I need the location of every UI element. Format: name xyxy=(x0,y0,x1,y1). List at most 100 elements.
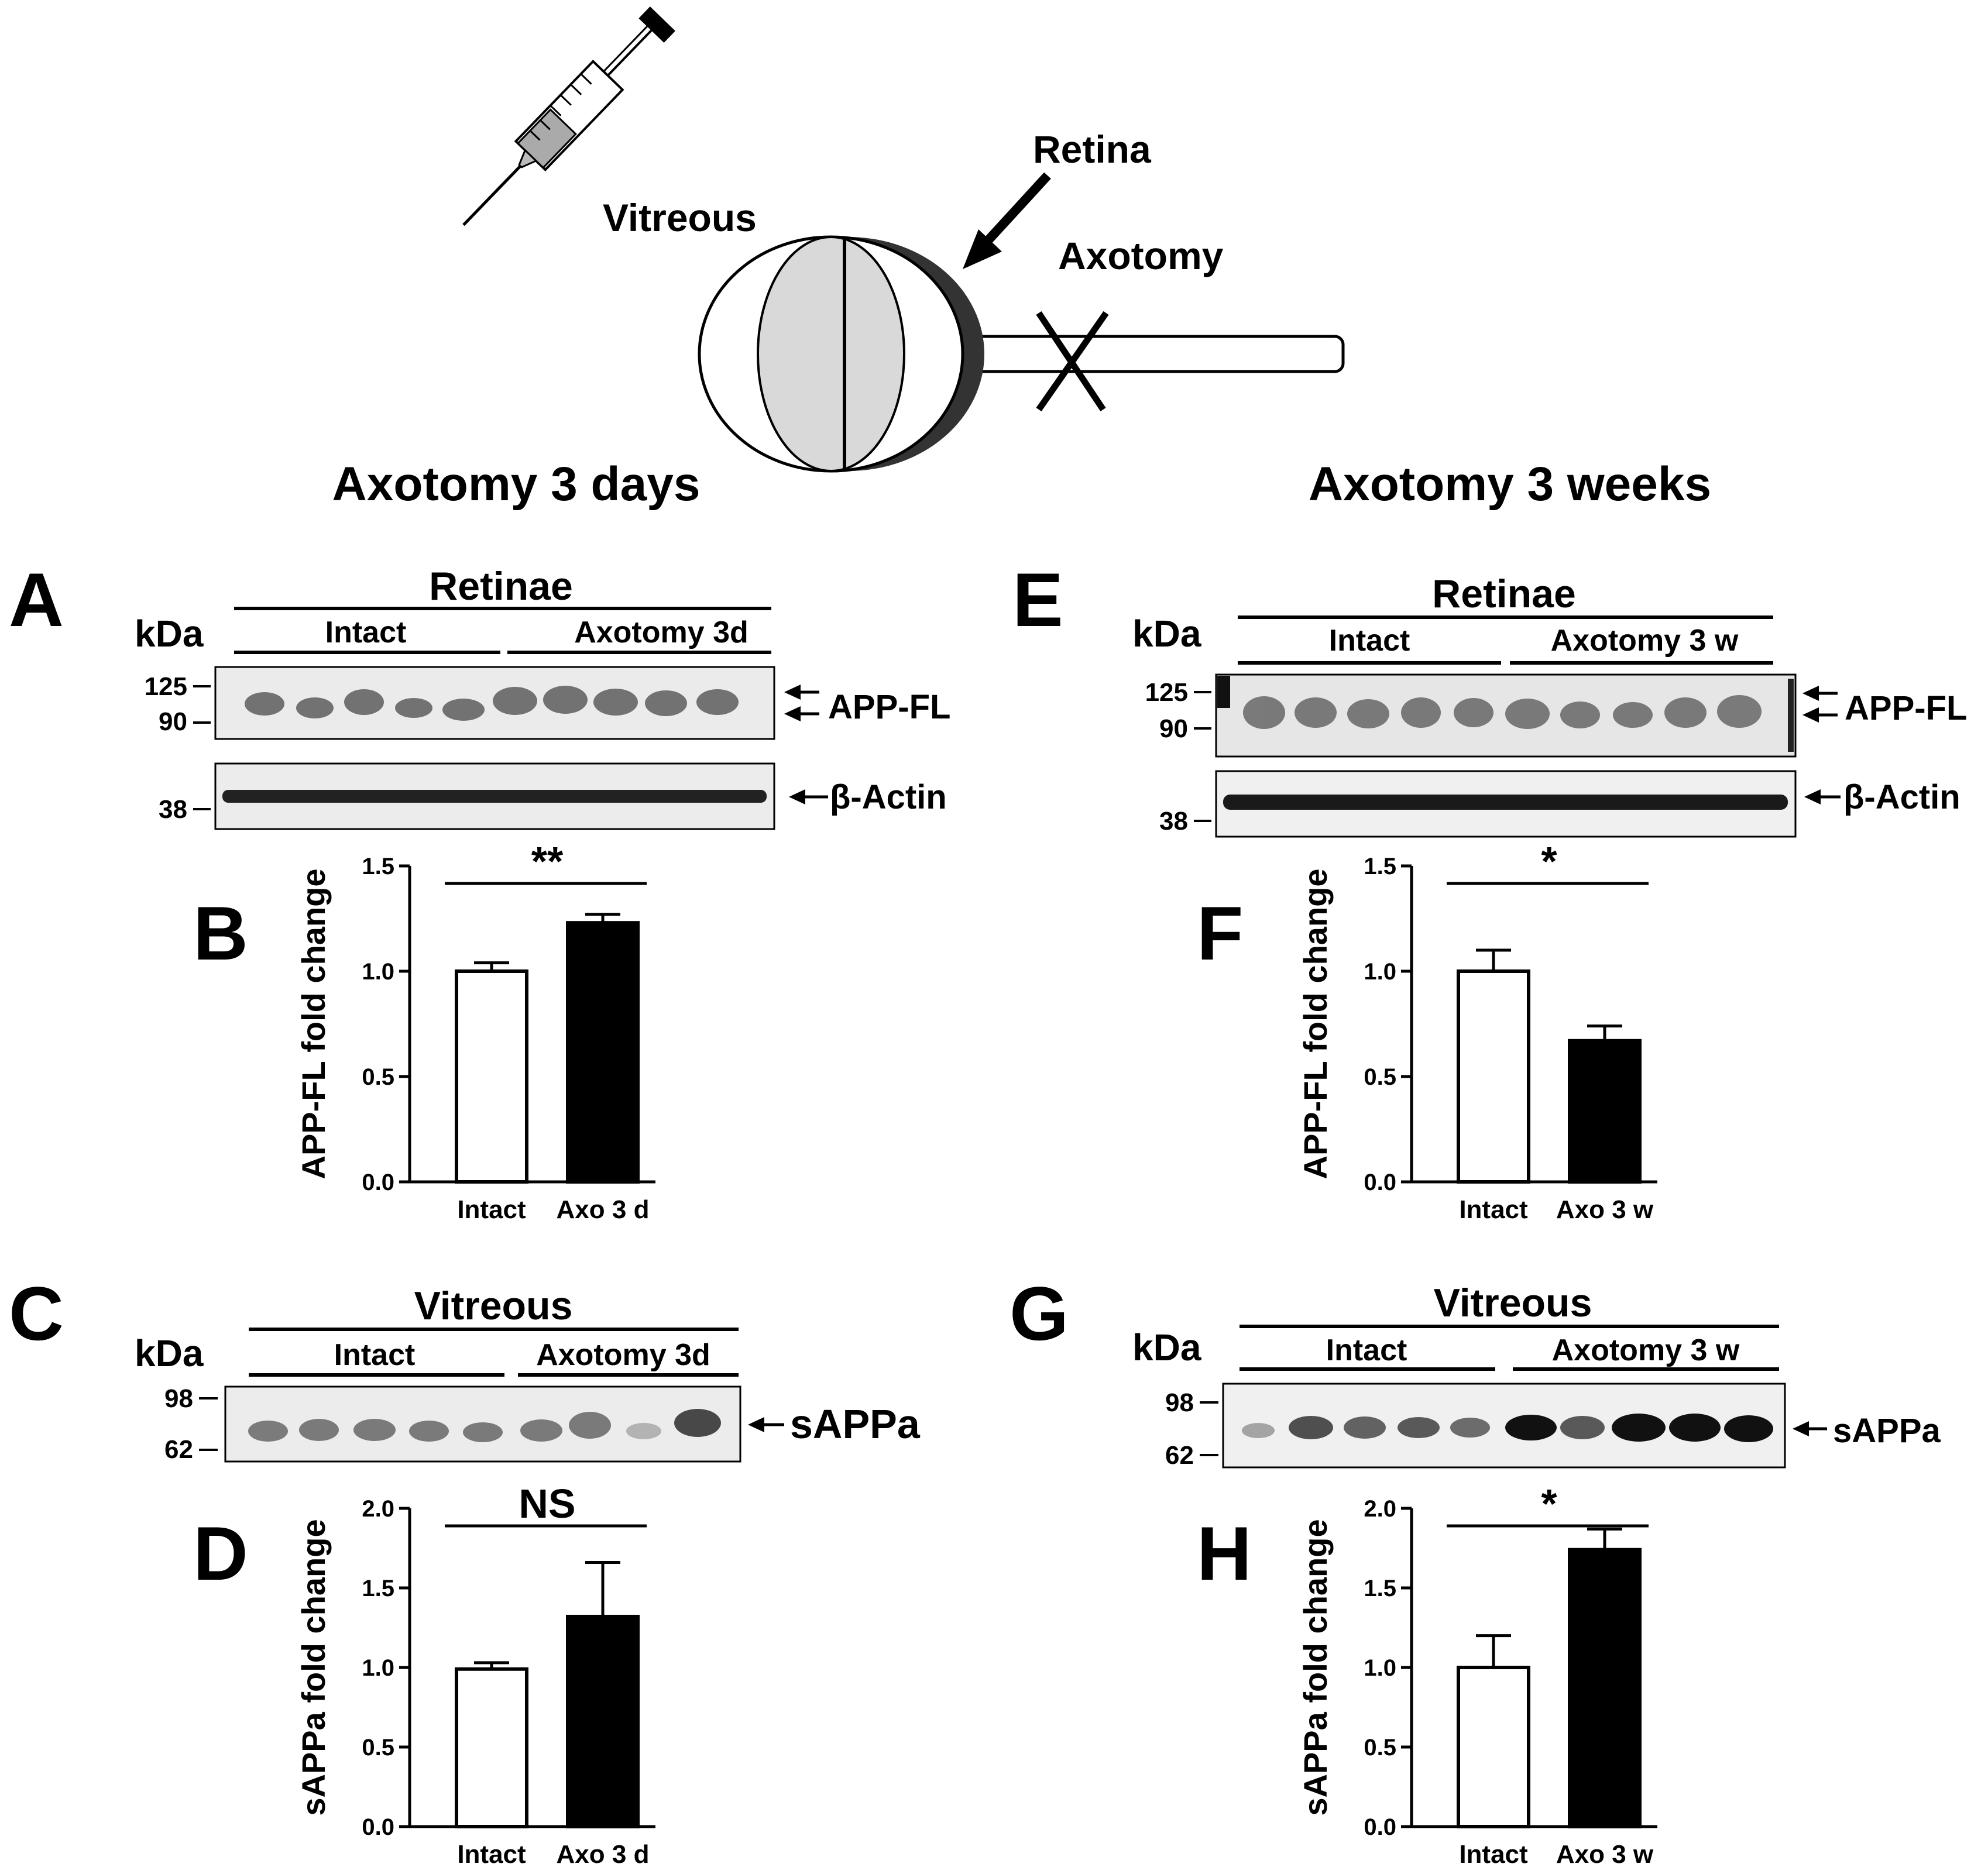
group-label-intact: Intact xyxy=(325,616,407,649)
y-tick-label: 1.0 xyxy=(362,959,394,985)
band xyxy=(626,1423,661,1439)
band xyxy=(1289,1416,1333,1439)
group-label-axotomy: Axotomy 3d xyxy=(536,1338,710,1372)
panel-letter: D xyxy=(193,1511,248,1596)
right-column-title: Axotomy 3 weeks xyxy=(1309,458,1711,511)
band xyxy=(1724,1415,1773,1442)
blot-tissue-label: Retinae xyxy=(429,564,573,608)
panel-letter: A xyxy=(9,557,64,642)
x-tick-label: Axo 3 d xyxy=(557,1195,650,1224)
band-arrowhead xyxy=(1802,686,1819,701)
actin-band xyxy=(222,790,767,803)
blot-bands xyxy=(245,686,739,721)
actin-band xyxy=(1223,795,1788,810)
band-label-sappa: sAPPa xyxy=(1833,1412,1941,1450)
axotomy-cut xyxy=(1036,311,1106,412)
blot-bands xyxy=(1242,1414,1773,1442)
band xyxy=(593,689,638,716)
band-arrowhead xyxy=(748,1417,764,1432)
y-axis-label: sAPPa fold change xyxy=(295,1519,332,1815)
significance-label: * xyxy=(1541,1481,1557,1526)
y-tick-label: 0.5 xyxy=(362,1064,394,1090)
bar xyxy=(566,921,640,1184)
bar xyxy=(1457,969,1530,1184)
y-tick-label: 1.5 xyxy=(1364,1576,1396,1601)
band xyxy=(543,686,588,714)
blot-tissue-label: Vitreous xyxy=(1434,1281,1592,1325)
y-tick-label: 1.5 xyxy=(362,854,394,879)
band xyxy=(1560,1416,1605,1439)
group-label-intact: Intact xyxy=(1326,1333,1407,1367)
band xyxy=(1450,1418,1490,1438)
band xyxy=(1505,1415,1557,1440)
band xyxy=(569,1412,611,1439)
band-label-actin: β-Actin xyxy=(830,778,947,816)
band xyxy=(245,692,284,716)
blot-panel-a: Retinae kDa Intact Axotomy 3d 125 90 APP… xyxy=(135,564,950,830)
band xyxy=(409,1421,449,1442)
band xyxy=(353,1419,396,1441)
x-tick-label: Axo 3 w xyxy=(1556,1840,1654,1869)
x-tick-label: Axo 3 w xyxy=(1556,1195,1654,1224)
kda-label: kDa xyxy=(135,613,204,655)
band xyxy=(1242,1423,1275,1438)
kda-label: kDa xyxy=(1132,613,1201,655)
band xyxy=(696,689,739,715)
left-column-title: Axotomy 3 days xyxy=(332,458,701,511)
band xyxy=(1612,1414,1666,1442)
band xyxy=(1347,699,1389,728)
y-tick-label: 2.0 xyxy=(1364,1496,1396,1522)
y-tick-label: 0.5 xyxy=(362,1735,394,1760)
y-tick-label: 2.0 xyxy=(362,1496,394,1522)
band-arrowhead xyxy=(1802,707,1819,723)
x-tick-label: Intact xyxy=(1459,1840,1528,1869)
marker-125: 125 xyxy=(145,672,187,701)
panel-letter: G xyxy=(1010,1271,1069,1356)
x-tick-label: Intact xyxy=(457,1840,526,1869)
panel-letter: E xyxy=(1012,557,1063,642)
band-label-sappa: sAPPa xyxy=(790,1401,921,1447)
kda-label: kDa xyxy=(135,1332,204,1374)
band xyxy=(645,690,687,716)
band xyxy=(1454,698,1493,727)
band xyxy=(344,689,384,715)
y-tick-label: 1.0 xyxy=(362,1655,394,1681)
band-arrowhead xyxy=(1804,789,1821,804)
band xyxy=(493,687,537,715)
bar xyxy=(1457,1666,1530,1828)
band xyxy=(1664,697,1707,728)
marker-90: 90 xyxy=(1159,714,1188,743)
marker-38: 38 xyxy=(159,795,187,824)
y-tick-label: 0.0 xyxy=(362,1170,394,1195)
band xyxy=(442,699,485,721)
panel-letter: B xyxy=(193,890,248,976)
marker-125: 125 xyxy=(1145,678,1188,707)
bar xyxy=(455,1667,528,1828)
y-axis-label: APP-FL fold change xyxy=(295,869,332,1180)
y-tick-label: 1.0 xyxy=(1364,1655,1396,1681)
group-label-intact: Intact xyxy=(1329,624,1410,658)
band xyxy=(296,697,334,718)
band xyxy=(1717,695,1762,728)
marker-90: 90 xyxy=(159,707,187,736)
band xyxy=(520,1419,562,1442)
marker-62: 62 xyxy=(1165,1441,1194,1470)
group-label-axotomy: Axotomy 3 w xyxy=(1551,624,1739,658)
significance-label: ** xyxy=(531,838,564,884)
y-tick-label: 0.0 xyxy=(362,1814,394,1840)
optic-nerve xyxy=(973,335,1345,373)
band-label-app-fl: APP-FL xyxy=(1845,689,1967,727)
panel-letter: F xyxy=(1197,890,1243,976)
band-label-app-fl: APP-FL xyxy=(828,688,950,726)
band xyxy=(1243,696,1285,729)
band-arrowhead xyxy=(784,706,801,721)
band-arrowhead xyxy=(784,685,801,700)
label-axotomy: Axotomy xyxy=(1058,234,1224,277)
blot-edge-artifact xyxy=(1217,676,1230,708)
band xyxy=(1344,1416,1386,1439)
y-axis-label: APP-FL fold change xyxy=(1297,869,1334,1180)
band xyxy=(248,1421,288,1442)
